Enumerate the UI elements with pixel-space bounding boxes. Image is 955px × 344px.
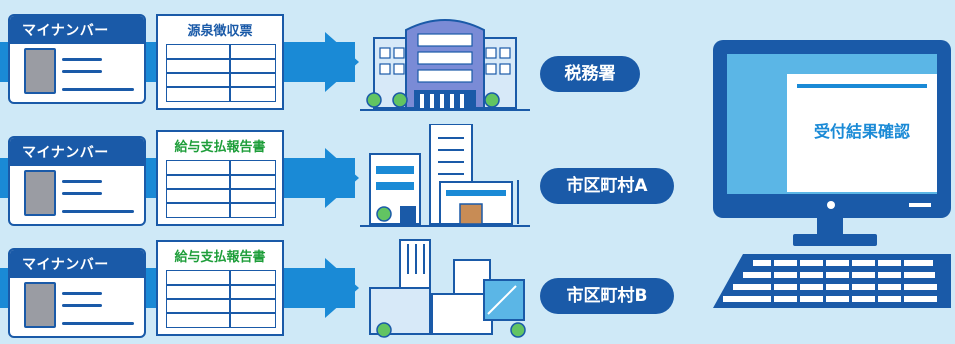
card-label: マイナンバー <box>10 138 144 166</box>
flow-arrow <box>325 258 359 318</box>
city-hall-a-building-icon <box>360 124 530 227</box>
card-line <box>62 88 134 91</box>
document-title: 給与支払報告書 <box>174 140 266 155</box>
card-line <box>62 180 102 183</box>
card-label: マイナンバー <box>10 16 144 44</box>
document-table-icon <box>166 270 276 328</box>
card-photo-icon <box>24 170 56 216</box>
flow-arrow <box>325 32 359 92</box>
row-city-a: マイナンバー 給与支払報告書 市区町村A <box>0 124 700 230</box>
document-title: 給与支払報告書 <box>174 250 266 265</box>
keyboard-icon <box>713 254 951 308</box>
document-slip: 給与支払報告書 <box>156 130 284 226</box>
monitor-screen: 受付結果確認 <box>727 54 937 194</box>
card-photo-icon <box>24 48 56 94</box>
card-line <box>62 322 134 325</box>
destination-label: 市区町村A <box>540 168 674 204</box>
card-line <box>62 292 102 295</box>
tax-office-building-icon <box>360 19 530 111</box>
card-line <box>62 70 102 73</box>
monitor-stand <box>817 218 843 236</box>
destination-label: 税務署 <box>540 56 640 92</box>
power-light-icon <box>827 201 835 209</box>
document-slip: 給与支払報告書 <box>156 240 284 336</box>
window-title-bar <box>797 84 927 88</box>
card-line <box>62 210 134 213</box>
destination-label: 市区町村B <box>540 278 674 314</box>
result-window: 受付結果確認 <box>787 74 937 192</box>
document-slip: 源泉徴収票 <box>156 14 284 110</box>
card-line <box>62 304 102 307</box>
row-city-b: マイナンバー 給与支払報告書 市区町村B <box>0 239 700 340</box>
city-hall-b-building-icon <box>369 239 526 338</box>
monitor-base <box>793 234 877 246</box>
my-number-card: マイナンバー <box>8 14 146 104</box>
document-table-icon <box>166 160 276 218</box>
computer-illustration: 受付結果確認 <box>705 40 955 338</box>
document-table-icon <box>166 44 276 102</box>
monitor-icon: 受付結果確認 <box>713 40 951 218</box>
monitor-button-icon <box>909 203 931 207</box>
card-label: マイナンバー <box>10 250 144 278</box>
flow-arrow <box>325 148 359 208</box>
receipt-confirmation-text: 受付結果確認 <box>813 122 910 141</box>
document-title: 源泉徴収票 <box>187 24 253 39</box>
my-number-card: マイナンバー <box>8 248 146 338</box>
card-photo-icon <box>24 282 56 328</box>
my-number-card: マイナンバー <box>8 136 146 226</box>
card-line <box>62 58 102 61</box>
row-tax-office: マイナンバー 源泉徴収票 税務署 <box>0 14 700 114</box>
card-line <box>62 192 102 195</box>
